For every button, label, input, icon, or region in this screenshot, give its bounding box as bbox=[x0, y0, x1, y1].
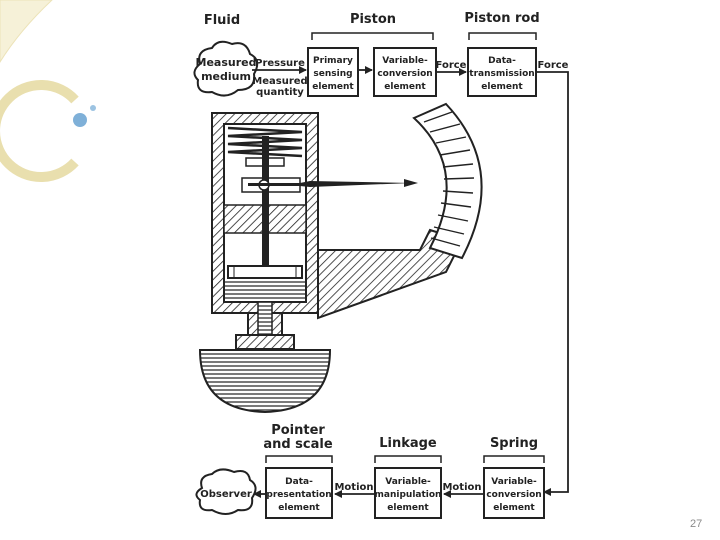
slide-number: 27 bbox=[690, 518, 703, 530]
observer-node: Observer bbox=[195, 468, 257, 515]
block-line: presentation bbox=[266, 490, 331, 500]
block-data-transmission: Data- transmission element bbox=[467, 47, 537, 97]
label-pointer: Pointer bbox=[271, 423, 325, 438]
label-fluid: Fluid bbox=[204, 13, 240, 28]
slide-decoration bbox=[0, 0, 96, 182]
block-data-presentation: Data- presentation element bbox=[265, 467, 333, 519]
block-variable-conversion-top: Variable- conversion element bbox=[373, 47, 437, 97]
arrow-label-motion-1: Motion bbox=[442, 482, 481, 493]
block-line: element bbox=[387, 503, 429, 513]
block-line: element bbox=[312, 82, 354, 92]
arrow-label-quantity: quantity bbox=[256, 87, 304, 98]
block-line: sensing bbox=[313, 69, 352, 79]
bubble-large-icon bbox=[73, 113, 87, 127]
block-line: element bbox=[481, 82, 523, 92]
block-primary-sensing: Primary sensing element bbox=[307, 47, 359, 97]
arrow-label-force-2: Force bbox=[538, 60, 569, 71]
piston bbox=[227, 265, 303, 279]
block-line: element bbox=[493, 503, 535, 513]
gauge-scale bbox=[412, 102, 483, 260]
measured-medium-line2: medium bbox=[201, 70, 251, 83]
bracket-spring bbox=[483, 455, 545, 463]
block-line: Data- bbox=[285, 477, 313, 487]
block-line: Variable- bbox=[491, 477, 537, 487]
observer-label: Observer bbox=[200, 489, 252, 500]
measured-medium-line1: Measured bbox=[196, 56, 257, 69]
block-line: element bbox=[384, 82, 426, 92]
measured-medium-node: Measured medium bbox=[193, 40, 259, 97]
label-linkage: Linkage bbox=[379, 436, 437, 451]
block-line: conversion bbox=[377, 69, 432, 79]
bracket-linkage bbox=[374, 455, 442, 463]
block-line: conversion bbox=[486, 490, 541, 500]
fluid-bowl bbox=[198, 349, 332, 414]
arrow-label-measured: Measured bbox=[252, 76, 307, 87]
bubble-small-icon bbox=[90, 105, 96, 111]
block-line: element bbox=[278, 503, 320, 513]
bracket-pointer bbox=[265, 455, 333, 463]
gauge-pointer bbox=[248, 181, 412, 187]
arrow-label-force-1: Force bbox=[436, 60, 467, 71]
bracket-piston bbox=[311, 32, 434, 40]
block-variable-manipulation: Variable- manipulation element bbox=[374, 467, 442, 519]
label-and-scale: and scale bbox=[263, 437, 333, 452]
block-line: Variable- bbox=[382, 56, 428, 66]
pressure-gauge-illustration bbox=[198, 102, 483, 414]
block-line: transmission bbox=[469, 69, 534, 79]
block-line: Primary bbox=[313, 56, 353, 66]
piston-rod bbox=[262, 136, 269, 268]
label-piston: Piston bbox=[350, 12, 396, 27]
label-spring: Spring bbox=[490, 436, 538, 451]
arrow-force-2 bbox=[536, 71, 569, 496]
block-line: Data- bbox=[488, 56, 516, 66]
arrow-label-motion-2: Motion bbox=[334, 482, 373, 493]
arrow-label-pressure: Pressure bbox=[255, 58, 305, 69]
bracket-piston-rod bbox=[468, 32, 537, 40]
block-line: Variable- bbox=[385, 477, 431, 487]
block-variable-conversion-bottom: Variable- conversion element bbox=[483, 467, 545, 519]
block-line: manipulation bbox=[375, 490, 442, 500]
label-piston-rod: Piston rod bbox=[464, 11, 539, 26]
